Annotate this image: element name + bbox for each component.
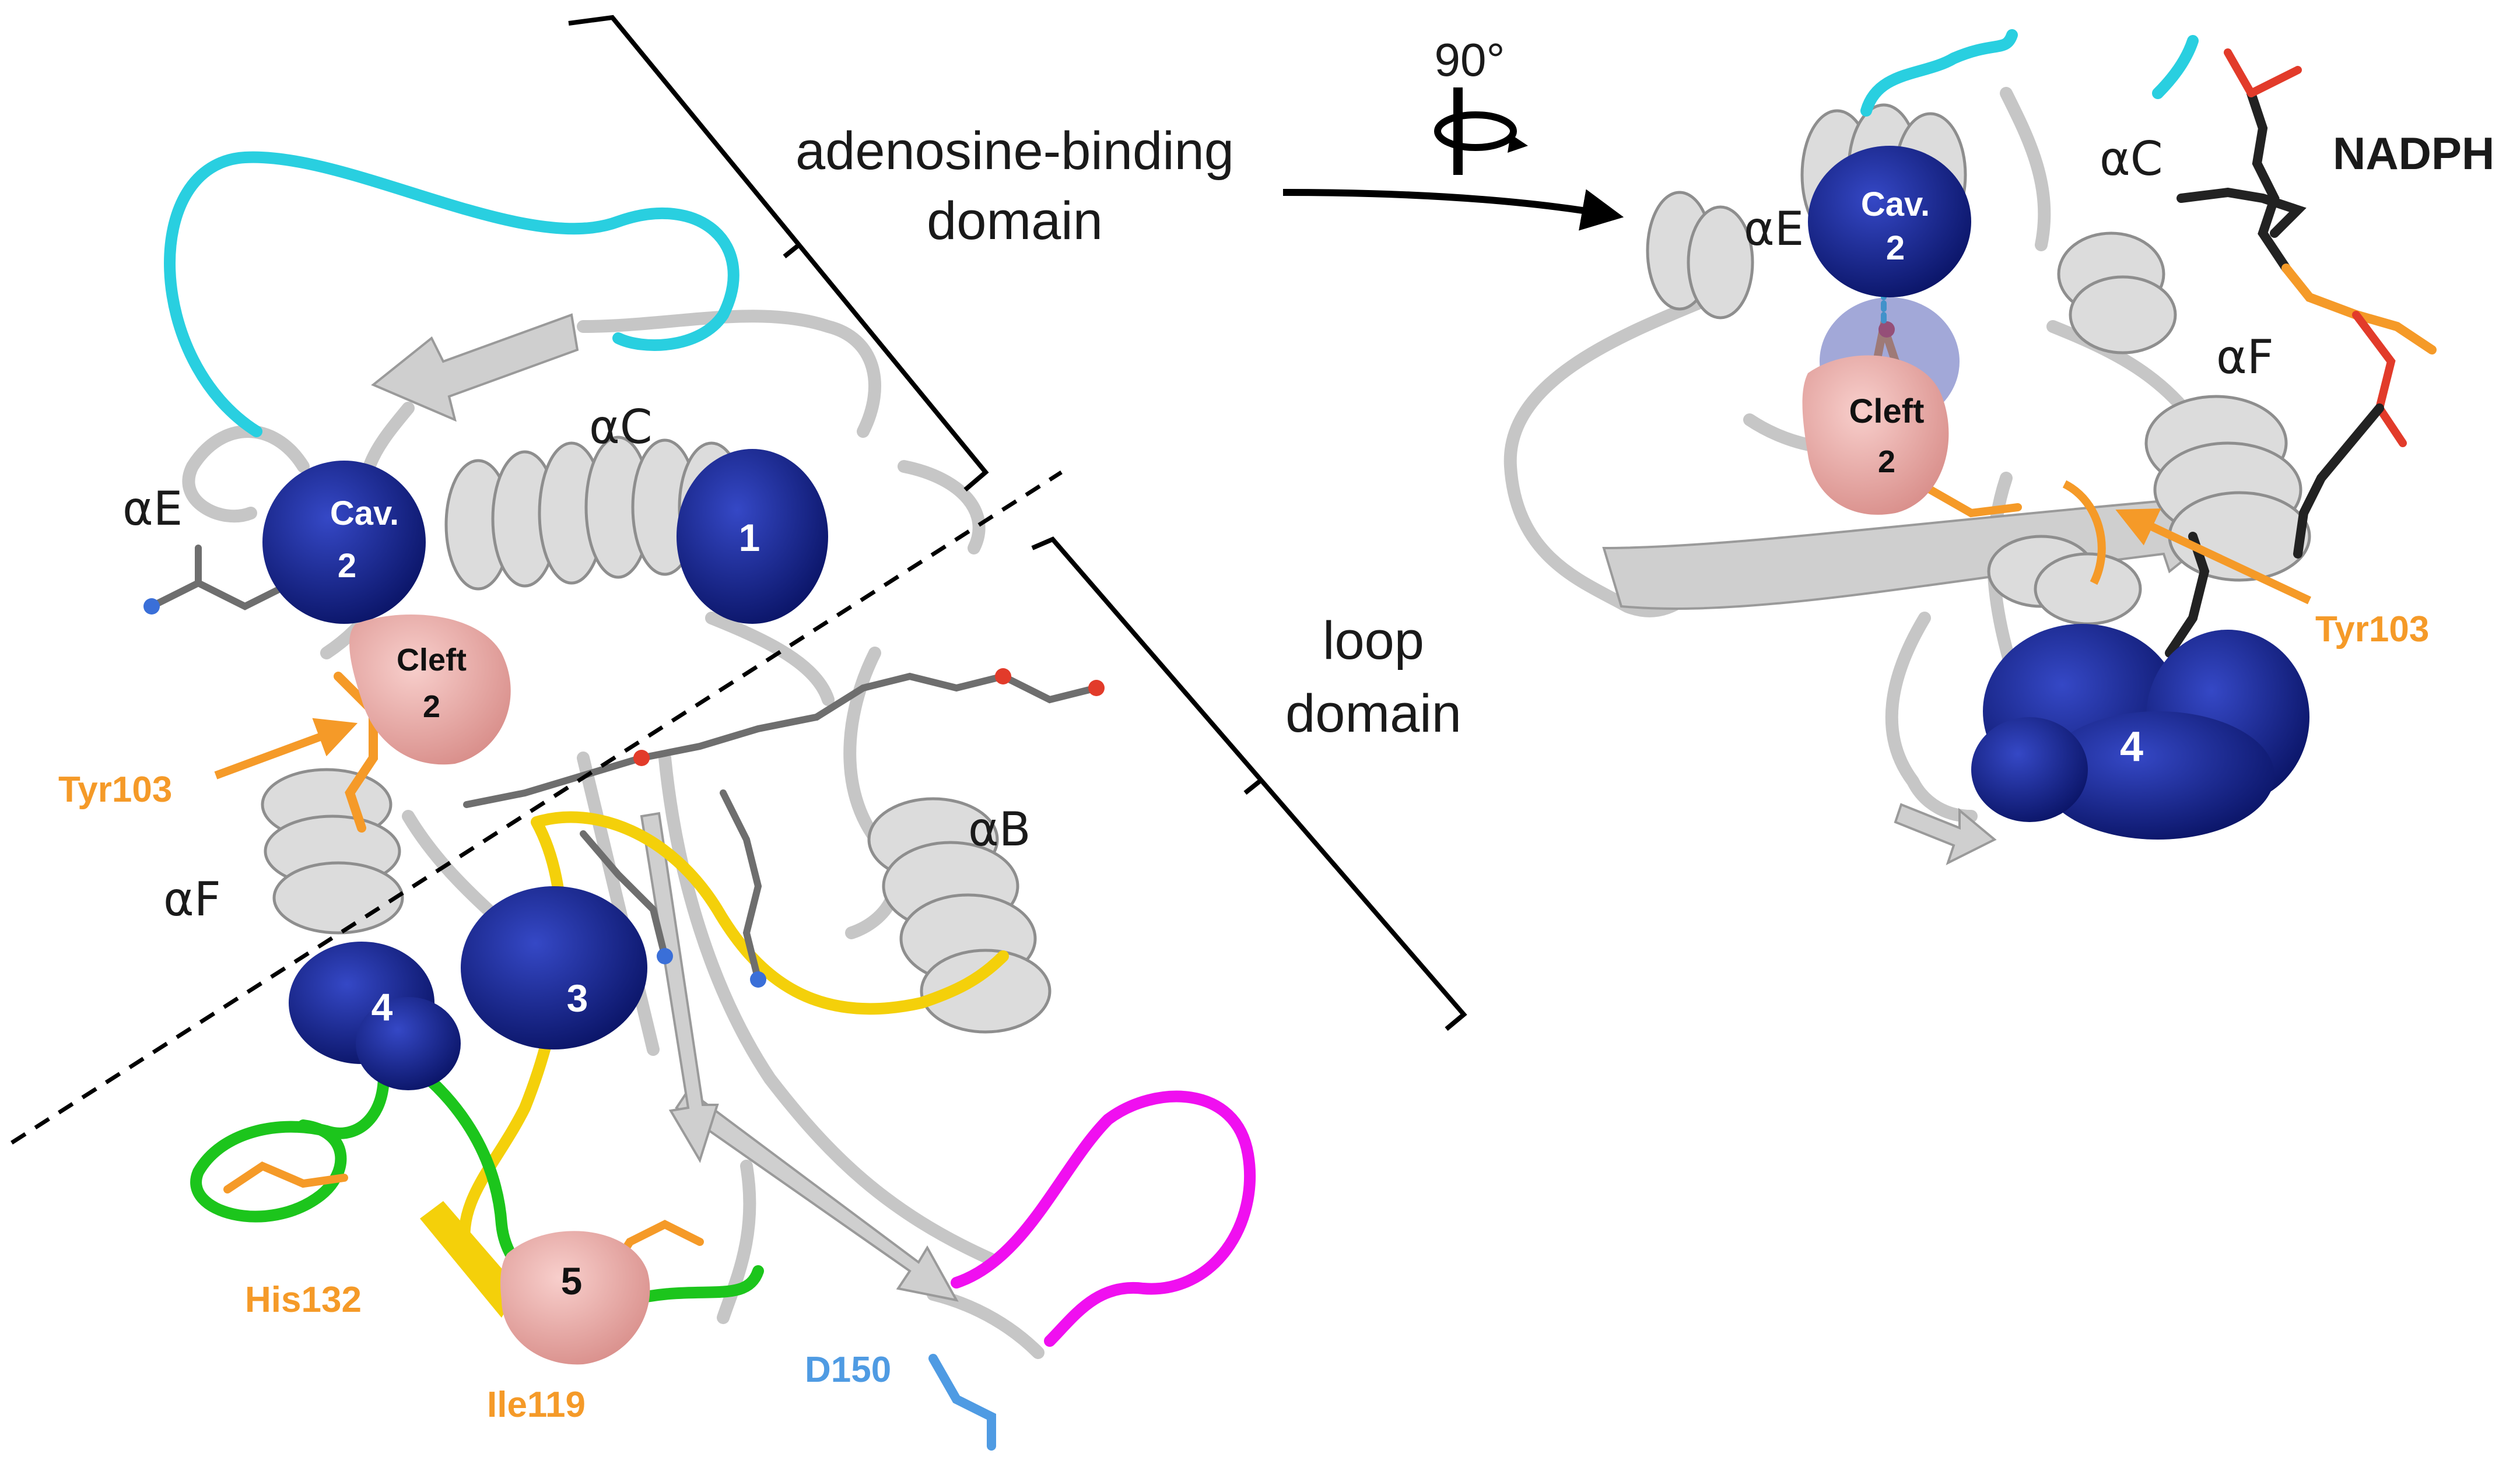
right-nadph-sticks xyxy=(2165,48,2437,658)
right-helix-alphaF-label: αF xyxy=(2216,330,2274,384)
adenosine-domain-label-1: adenosine-binding xyxy=(795,121,1234,181)
left-pocket-5: 5 xyxy=(500,1231,650,1365)
right-helix-alphaC xyxy=(2057,231,2177,354)
right-structure: Cav. 2 Cleft 2 4 αE αC αF NADPH Tyr103 xyxy=(1503,29,2494,865)
left-helix-alphaE-label: αE xyxy=(122,482,183,536)
left-beta-strand-bottom xyxy=(675,1089,959,1302)
loop-domain-label-2: domain xyxy=(1285,684,1461,743)
right-pocket-4: 4 xyxy=(1971,624,2309,840)
left-residue-his132-label: His132 xyxy=(245,1280,362,1320)
loop-domain-bracket xyxy=(1031,536,1467,1031)
left-loop-yellow-strand xyxy=(420,1201,519,1318)
adenosine-domain-bracket xyxy=(568,15,989,492)
right-beta-strand-bottom xyxy=(1894,803,1997,865)
right-helix-alphaC-label: αC xyxy=(2100,132,2163,186)
left-residue-ile119-label: Ile119 xyxy=(487,1385,586,1425)
right-pocket-cleft2-label-2: 2 xyxy=(1878,444,1895,479)
right-helix-alphaF xyxy=(2144,395,2311,582)
left-pocket-4-label: 4 xyxy=(371,985,393,1028)
left-pocket-5-label: 5 xyxy=(561,1259,583,1302)
right-pocket-cleft2: Cleft 2 xyxy=(1802,355,1949,515)
rotate-arrow-icon xyxy=(1434,87,1528,175)
left-pocket-cleft2: Cleft 2 xyxy=(349,615,511,765)
left-pocket-cav2: Cav. 2 xyxy=(262,461,426,624)
left-pocket-cleft2-label-1: Cleft xyxy=(397,643,467,677)
left-pocket-1: 1 xyxy=(677,449,828,624)
right-pocket-cav2: Cav. 2 xyxy=(1808,146,1971,297)
left-pocket-cav2-label-1: Cav. xyxy=(330,494,399,532)
left-pocket-3: 3 xyxy=(461,886,647,1049)
right-loop-cyan-1 xyxy=(1860,29,2018,117)
right-ligand-nadph-label: NADPH xyxy=(2333,128,2494,179)
left-helix-alphaC-label: αC xyxy=(589,400,653,454)
right-residue-tyr103-label: Tyr103 xyxy=(2315,609,2429,650)
left-pocket-4: 4 xyxy=(289,942,461,1090)
left-residue-tyr103-label: Tyr103 xyxy=(58,770,172,810)
left-loop-magenta xyxy=(951,1090,1256,1347)
right-pocket-cleft2-label-1: Cleft xyxy=(1849,392,1925,430)
right-pocket-4-label: 4 xyxy=(2120,724,2143,770)
left-structure: Cav. 2 1 Cleft 2 3 4 5 αE αC αF αB xyxy=(10,151,1256,1451)
left-loop-cyan xyxy=(164,151,739,437)
left-helix-alphaF xyxy=(261,768,404,935)
right-helix-alphaE-label: αE xyxy=(1744,202,1804,256)
left-helix-alphaF-label: αF xyxy=(163,872,221,926)
right-tyr103-ring-loop xyxy=(2062,480,2106,585)
left-pocket-3-label: 3 xyxy=(567,977,588,1020)
left-helix-alphaB xyxy=(867,797,1052,1034)
right-pocket-cav2-label-1: Cav. xyxy=(1861,185,1930,223)
left-beta-strand-top xyxy=(371,313,579,422)
right-pocket-cav2-label-2: 2 xyxy=(1886,229,1905,267)
rotation-label: 90° xyxy=(1435,34,1505,86)
loop-domain-label-1: loop xyxy=(1323,611,1424,670)
left-tyr103-arrow xyxy=(214,718,358,780)
left-pocket-1-label: 1 xyxy=(739,516,760,559)
left-helix-alphaB-label: αB xyxy=(968,802,1031,856)
left-pocket-cleft2-label-2: 2 xyxy=(423,689,440,724)
right-loop-cyan-2 xyxy=(2152,35,2199,99)
right-tyr103-arrow xyxy=(2115,508,2311,605)
right-helix-alphaE xyxy=(1646,191,1754,320)
left-residue-d150-label: D150 xyxy=(805,1350,891,1390)
left-beta-strand-mid xyxy=(640,812,719,1163)
left-pocket-cav2-label-2: 2 xyxy=(338,547,356,585)
domain-divider-dashed xyxy=(10,471,1063,1144)
rotation-arrow xyxy=(1282,189,1624,231)
right-helix-lower xyxy=(1987,535,2142,626)
adenosine-domain-label-2: domain xyxy=(927,191,1103,251)
left-loop-yellow xyxy=(458,811,1009,1259)
rotation-indicator: 90° xyxy=(1282,34,1624,231)
